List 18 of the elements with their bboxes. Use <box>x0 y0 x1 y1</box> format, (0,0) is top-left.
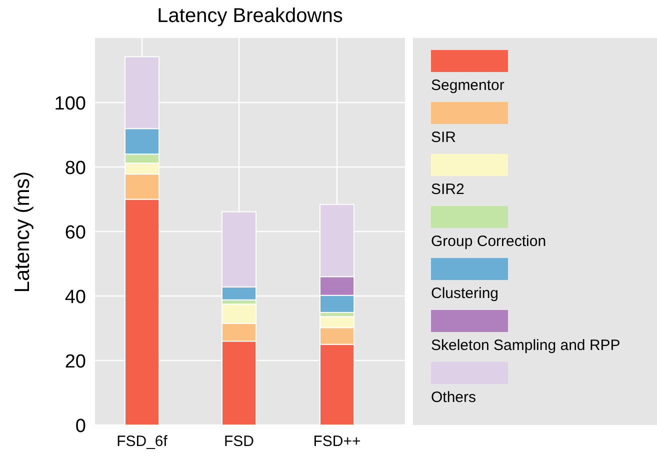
legend-label: SIR <box>431 129 456 146</box>
y-axis-label: Latency (ms) <box>11 170 35 292</box>
y-tick-label: 60 <box>64 222 86 244</box>
legend-label: Skeleton Sampling and RPP <box>431 337 620 354</box>
legend-label: SIR2 <box>431 181 464 198</box>
legend-label: Clustering <box>431 285 499 302</box>
y-tick-label: 80 <box>64 158 86 179</box>
x-tick-label: FSD_6f <box>116 433 168 450</box>
legend-label: Group Correction <box>431 233 546 250</box>
y-tick-label: 40 <box>64 287 86 308</box>
legend-label: Segmentor <box>431 77 504 94</box>
legend-label: Others <box>431 389 476 406</box>
y-tick-label: 0 <box>75 416 86 437</box>
y-tick-label: 20 <box>64 352 86 372</box>
x-tick-label: FSD <box>224 433 254 450</box>
chart-title: Latency Breakdowns <box>156 5 344 28</box>
x-tick-label: FSD++ <box>313 433 361 450</box>
y-tick-label: 100 <box>54 94 86 114</box>
